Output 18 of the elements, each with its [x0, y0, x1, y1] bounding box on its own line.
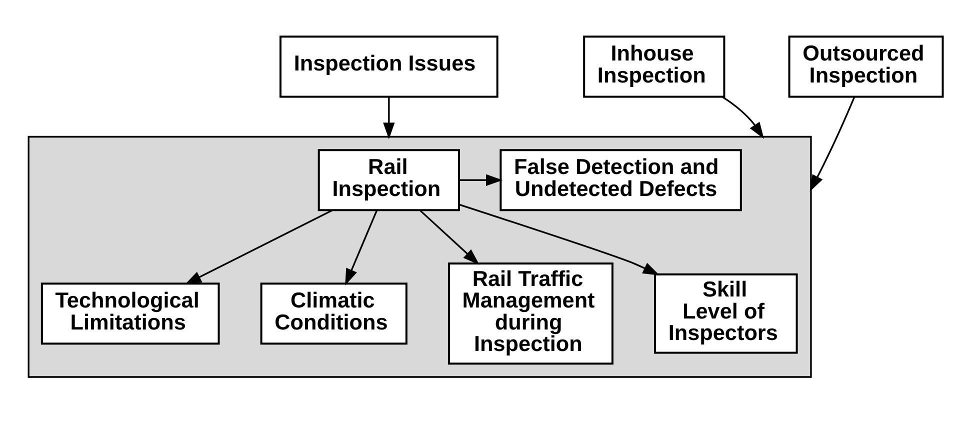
- node-box: Skill Level of Inspectors: [654, 273, 798, 354]
- arrow: [810, 96, 856, 192]
- node-box: Rail Traffic Management during Inspection: [448, 262, 614, 365]
- arrow: [459, 174, 503, 186]
- node-box: Rail Inspection: [318, 149, 460, 212]
- cluster: [28, 136, 812, 378]
- arrow: [722, 96, 764, 139]
- node-box: Inhouse Inspection: [583, 36, 726, 98]
- arrow: [184, 210, 333, 285]
- arrow: [383, 97, 395, 140]
- arrow: [420, 210, 480, 265]
- node-box: Inspection Issues: [279, 36, 498, 98]
- node-box: Climatic Conditions: [260, 282, 408, 345]
- arrow: [459, 204, 660, 276]
- arrow: [345, 210, 378, 286]
- node-box: Technological Limitations: [40, 282, 220, 345]
- node-box: False Detection and Undetected Defects: [500, 149, 742, 212]
- node-box: Outsourced Inspection: [788, 36, 944, 98]
